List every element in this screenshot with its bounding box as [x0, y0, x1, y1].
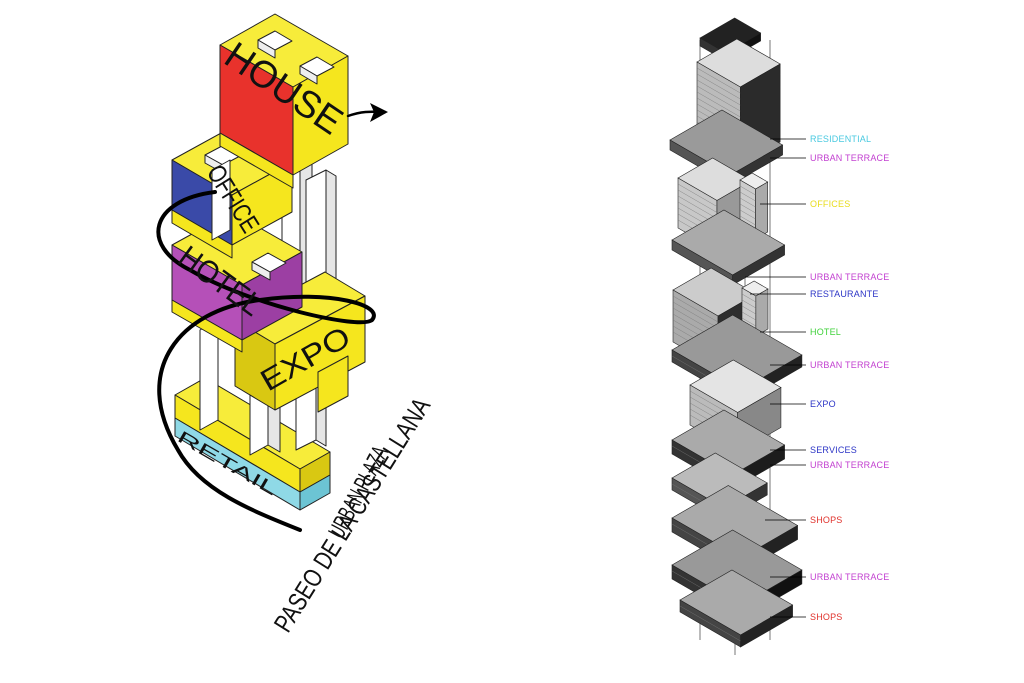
program-label: SHOPS — [810, 515, 843, 525]
street-label: PASEO DE LA CASTELLANA — [268, 392, 437, 637]
program-label: RESIDENTIAL — [810, 134, 871, 144]
tower-layers — [669, 17, 803, 648]
window-line — [677, 183, 718, 207]
hotel-core — [741, 280, 769, 337]
window-line — [696, 73, 741, 100]
window-line — [741, 317, 756, 327]
window-line — [696, 85, 741, 112]
window-line — [696, 91, 741, 118]
exploded-tower: RESIDENTIAL URBAN TERRACE OFFICES URBAN TER… — [669, 17, 889, 655]
program-label: URBAN TERRACE — [810, 572, 889, 582]
window-line — [739, 185, 756, 196]
window-line — [696, 79, 741, 106]
program-labels: RESIDENTIAL URBAN TERRACE OFFICES URBAN TER… — [810, 134, 889, 622]
program-label: URBAN TERRACE — [810, 272, 889, 282]
window-line — [677, 195, 718, 219]
window-line — [739, 197, 756, 208]
program-label: URBAN TERRACE — [810, 153, 889, 163]
window-line — [739, 215, 756, 226]
window-line — [739, 203, 756, 214]
arrow-icon — [370, 103, 388, 122]
concept-axonometric — [171, 13, 366, 511]
window-line — [696, 67, 741, 94]
window-line — [677, 189, 718, 213]
window-line — [672, 295, 719, 323]
program-label: HOTEL — [810, 327, 841, 337]
window-line — [672, 301, 719, 329]
window-line — [741, 293, 756, 303]
program-label: RESTAURANTE — [810, 289, 879, 299]
leader-lines — [745, 138, 806, 618]
window-line — [741, 305, 756, 315]
program-label: URBAN TERRACE — [810, 460, 889, 470]
program-label: URBAN TERRACE — [810, 360, 889, 370]
house-block — [219, 13, 349, 189]
window-line — [739, 209, 756, 220]
office-block — [171, 126, 293, 259]
program-label: EXPO — [810, 399, 836, 409]
program-label: SHOPS — [810, 612, 843, 622]
window-line — [739, 191, 756, 202]
program-label: SERVICES — [810, 445, 857, 455]
shops-slab-ground — [679, 569, 794, 648]
window-line — [679, 605, 741, 642]
window-line — [741, 299, 756, 309]
window-line — [741, 311, 756, 321]
program-label: OFFICES — [810, 199, 850, 209]
